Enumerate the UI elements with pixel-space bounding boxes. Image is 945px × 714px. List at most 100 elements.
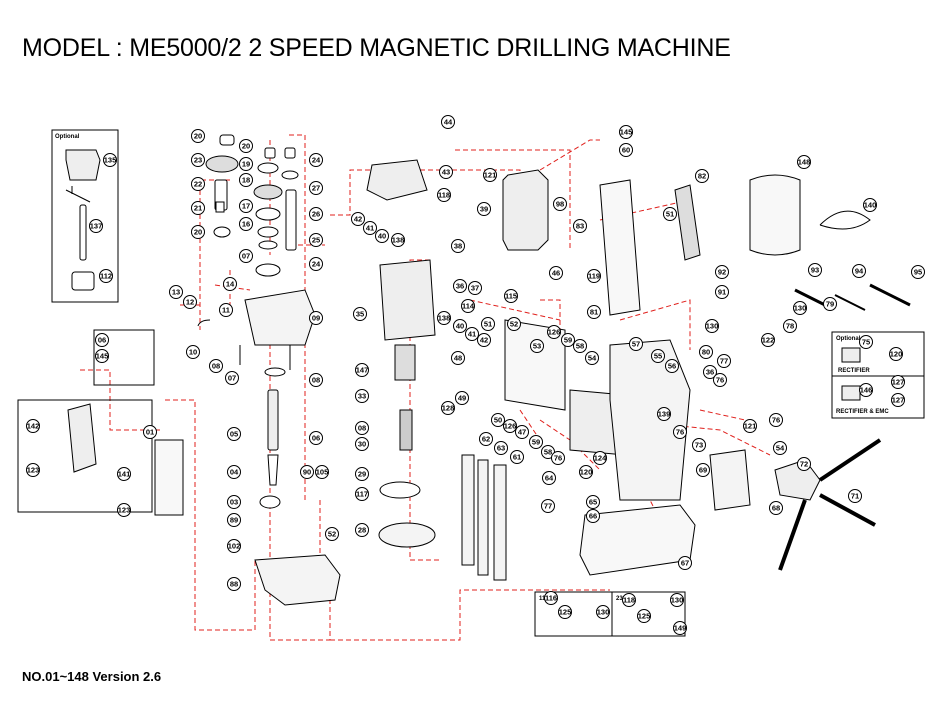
callout-circle xyxy=(705,319,719,333)
part-callout: 147 xyxy=(355,363,369,377)
part-number-label: 67 xyxy=(681,559,689,568)
part-callout: 105 xyxy=(315,465,329,479)
hex-key-part xyxy=(834,294,866,311)
bearing-part xyxy=(264,367,286,377)
callout-circle xyxy=(441,401,455,415)
callout-circle xyxy=(859,383,873,397)
part-callout: 76 xyxy=(769,413,783,427)
part-callout: 47 xyxy=(515,425,529,439)
part-callout: 26 xyxy=(309,207,323,221)
handle-bar-part xyxy=(819,493,876,527)
part-number-label: 130 xyxy=(597,608,610,617)
callout-circle xyxy=(209,359,223,373)
part-callout: 52 xyxy=(507,317,521,331)
callout-circle xyxy=(309,257,323,271)
part-number-label: 61 xyxy=(513,453,521,462)
part-number-label: 72 xyxy=(800,460,808,469)
callout-circle xyxy=(587,269,601,283)
part-callout: 23 xyxy=(191,153,205,167)
callout-circle xyxy=(227,495,241,509)
part-callout: 122 xyxy=(761,333,775,347)
part-number-label: 105 xyxy=(316,468,329,477)
part-number-label: 77 xyxy=(544,502,552,511)
callout-circle xyxy=(355,467,369,481)
part-number-label: 07 xyxy=(228,374,236,383)
part-callout: 14 xyxy=(223,277,237,291)
part-callout: 76 xyxy=(673,425,687,439)
part-number-label: 41 xyxy=(366,224,374,233)
callout-circle xyxy=(622,593,636,607)
part-number-label: 30 xyxy=(358,440,366,449)
page-title: MODEL : ME5000/2 2 SPEED MAGNETIC DRILLI… xyxy=(22,34,731,62)
part-callout: 69 xyxy=(696,463,710,477)
part-callout: 78 xyxy=(783,319,797,333)
callout-circle xyxy=(391,233,405,247)
callout-circle xyxy=(717,354,731,368)
part-number-label: 51 xyxy=(666,210,674,219)
part-number-label: 138 xyxy=(438,314,451,323)
callout-circle xyxy=(239,139,253,153)
part-callout: 126 xyxy=(547,325,561,339)
part-callout: 72 xyxy=(797,457,811,471)
callout-circle xyxy=(793,301,807,315)
part-number-label: 29 xyxy=(358,470,366,479)
part-callout: 52 xyxy=(325,527,339,541)
part-number-label: 93 xyxy=(811,266,819,275)
part-number-label: 94 xyxy=(855,267,864,276)
callout-circle xyxy=(696,463,710,477)
part-number-label: 40 xyxy=(378,232,386,241)
part-number-label: 139 xyxy=(658,410,671,419)
part-callout: 130 xyxy=(793,301,807,315)
callout-circle xyxy=(670,593,684,607)
part-callout: 33 xyxy=(355,389,369,403)
callout-circle xyxy=(355,437,369,451)
part-number-label: 22 xyxy=(194,180,202,189)
gear-stack-right xyxy=(253,147,299,277)
callout-circle xyxy=(468,281,482,295)
part-number-label: 58 xyxy=(576,342,584,351)
part-number-label: 91 xyxy=(718,288,726,297)
callout-circle xyxy=(191,225,205,239)
callout-circle xyxy=(783,319,797,333)
part-callout: 112 xyxy=(99,269,113,283)
part-number-label: 08 xyxy=(212,362,220,371)
callout-circle xyxy=(239,199,253,213)
part-callout: 66 xyxy=(586,509,600,523)
part-callout: 60 xyxy=(619,143,633,157)
part-number-label: 76 xyxy=(772,416,780,425)
part-callout: 03 xyxy=(227,495,241,509)
part-callout: 116 xyxy=(544,591,558,605)
part-number-label: 137 xyxy=(90,222,103,231)
callout-circle xyxy=(703,365,717,379)
part-number-label: 12 xyxy=(186,298,194,307)
part-number-label: 52 xyxy=(328,530,336,539)
part-number-label: 06 xyxy=(312,434,320,443)
callout-circle xyxy=(481,317,495,331)
callout-circle xyxy=(503,419,517,433)
part-number-label: 80 xyxy=(702,348,710,357)
part-number-label: 148 xyxy=(798,158,811,167)
part-callout: 51 xyxy=(663,207,677,221)
part-number-label: 89 xyxy=(230,516,238,525)
part-number-label: 145 xyxy=(96,352,109,361)
part-number-label: 120 xyxy=(890,350,903,359)
callout-circle xyxy=(437,311,451,325)
callout-circle xyxy=(823,297,837,311)
part-number-label: 126 xyxy=(504,422,517,431)
part-callout: 11 xyxy=(219,303,233,317)
part-number-label: 115 xyxy=(505,292,517,301)
part-number-label: 112 xyxy=(100,272,112,281)
part-callout: 89 xyxy=(227,513,241,527)
callout-circle xyxy=(596,605,610,619)
part-number-label: 135 xyxy=(104,156,117,165)
part-callout: 98 xyxy=(553,197,567,211)
part-callout: 35 xyxy=(353,307,367,321)
part-number-label: 14 xyxy=(226,280,235,289)
callout-circle xyxy=(465,327,479,341)
part-callout: 41 xyxy=(465,327,479,341)
part-number-label: 20 xyxy=(242,142,250,151)
part-callout: 73 xyxy=(692,438,706,452)
part-number-label: 35 xyxy=(356,310,364,319)
part-callout: 138 xyxy=(391,233,405,247)
part-callout: 146 xyxy=(859,383,873,397)
